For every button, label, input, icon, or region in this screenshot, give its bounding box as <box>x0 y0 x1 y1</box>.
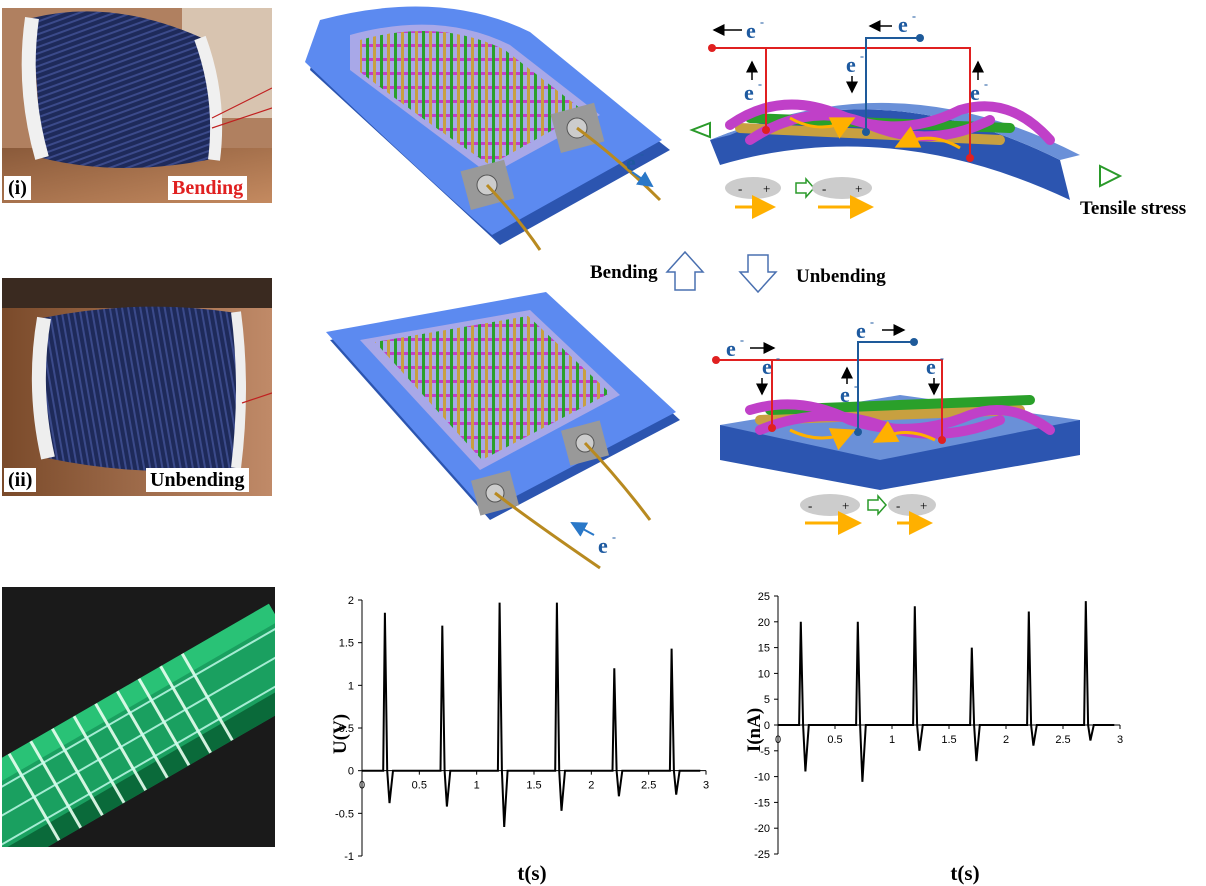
tensile-stress-label: Tensile stress <box>1080 198 1186 219</box>
electron-sup-6: - <box>740 333 744 347</box>
photo-unbending: (ii) Unbending <box>2 278 272 496</box>
voltage-chart: U(V) t(s) 2 1.5 1 0.5 0 -0.5 -1 0 0.5 1 1.5 2 2.5 3 <box>330 595 709 885</box>
wire-blue-top <box>865 37 920 132</box>
electron-label-5: e <box>970 80 980 105</box>
current-chart: I(nA) t(s) 25 20 15 10 5 0 -5 -10 -15 -20 -25 0 0.5 1… <box>744 591 1123 885</box>
voltage-chart-ylabel: U(V) <box>330 714 351 754</box>
dipole-plus-1: + <box>763 181 770 196</box>
electron-sup-top-device: - <box>640 147 644 161</box>
wire-red-middle <box>716 359 943 440</box>
bent-device <box>305 6 670 251</box>
voltage-chart-plot: 2 1.5 1 0.5 0 -0.5 -1 0 0.5 1 1.5 2 2.5 3 <box>335 595 709 863</box>
electron-sup-5: - <box>984 77 988 91</box>
tensile-schematic <box>689 99 1123 200</box>
voltage-chart-xtick-label: 2 <box>588 780 594 792</box>
electron-label-3: e <box>744 80 754 105</box>
current-chart-ytick-label: -15 <box>754 797 770 809</box>
current-chart-xtick-label: 1 <box>889 734 895 746</box>
electron-sup-10: - <box>940 351 944 365</box>
current-chart-xtick-label: 1.5 <box>941 734 956 746</box>
current-chart-ytick-label: -25 <box>754 849 770 861</box>
electron-label-6: e <box>726 336 736 361</box>
electron-sup-9: - <box>854 379 858 393</box>
voltage-chart-ytick-label: -0.5 <box>335 808 354 820</box>
electron-sup-8: - <box>776 351 780 365</box>
dipole-plus-3: + <box>842 498 849 513</box>
current-chart-xtick-label: 0 <box>775 734 781 746</box>
dipole-minus-2: - <box>822 181 826 196</box>
voltage-chart-xtick-label: 1 <box>474 780 480 792</box>
current-chart-xtick-label: 0.5 <box>827 734 842 746</box>
photo-bending-roman-label: (i) <box>4 176 31 200</box>
dipole-minus-1: - <box>738 181 742 196</box>
current-chart-ytick-label: 10 <box>758 668 770 680</box>
voltage-chart-series-line <box>362 602 701 828</box>
bending-label: Bending <box>590 262 658 283</box>
wire-red-top <box>712 47 971 158</box>
current-chart-ylabel: I(nA) <box>744 708 765 752</box>
voltage-chart-ytick-label: -1 <box>344 851 354 863</box>
electron-sup-7: - <box>870 315 874 329</box>
electron-label-4: e <box>846 52 856 77</box>
current-chart-ytick-label: -10 <box>754 772 770 784</box>
voltage-chart-xtick-label: 0 <box>359 780 365 792</box>
wire-blue-middle <box>857 341 914 432</box>
voltage-chart-xtick-label: 1.5 <box>526 780 541 792</box>
current-chart-plot: 25 20 15 10 5 0 -5 -10 -15 -20 -25 0 0.5 1 1.5 2 2.5 3 <box>754 591 1123 861</box>
flat-device <box>326 292 680 570</box>
current-chart-ytick-label: -20 <box>754 823 770 835</box>
electron-sup-2: - <box>912 9 916 23</box>
dipole-plus-2: + <box>855 181 862 196</box>
electron-sup-3: - <box>758 77 762 91</box>
electron-label-10: e <box>926 354 936 379</box>
voltage-chart-ytick-label: 0 <box>348 766 354 778</box>
electron-sup-1: - <box>760 15 764 29</box>
electron-label-8: e <box>762 354 772 379</box>
photo-unbending-roman-label: (ii) <box>4 468 37 492</box>
voltage-chart-ytick-label: 1.5 <box>339 638 354 650</box>
voltage-chart-xtick-label: 2.5 <box>641 780 656 792</box>
photo-bending-illustration <box>2 8 272 203</box>
dipole-minus-4: - <box>896 498 900 513</box>
current-chart-ytick-label: 5 <box>764 694 770 706</box>
relaxed-schematic <box>720 395 1080 490</box>
photo-bending: (i) Bending <box>2 8 272 203</box>
electron-sup-bottom-device: - <box>612 530 616 544</box>
voltage-chart-xtick-label: 3 <box>703 780 709 792</box>
electron-sup-4: - <box>860 49 864 63</box>
electron-label-top-device: e <box>626 150 636 175</box>
dipole-minus-3: - <box>808 498 812 513</box>
voltage-chart-xlabel: t(s) <box>517 861 546 885</box>
schematic-illustration: e - e - e - e - e - e - - <box>305 6 1186 570</box>
photo-unbending-state-label: Unbending <box>146 468 249 492</box>
photo-device-illustration <box>2 587 275 847</box>
photo-device <box>2 587 275 847</box>
dipole-plus-4: + <box>920 498 927 513</box>
unbending-label: Unbending <box>796 266 886 287</box>
current-chart-ytick-label: 20 <box>758 617 770 629</box>
electron-label-7: e <box>856 318 866 343</box>
current-chart-ytick-label: 0 <box>764 720 770 732</box>
current-chart-series-line <box>778 601 1115 782</box>
current-chart-xtick-label: 2 <box>1003 734 1009 746</box>
electron-label-bottom-device: e <box>598 533 608 558</box>
voltage-chart-ytick-label: 1 <box>348 680 354 692</box>
current-chart-ytick-label: 15 <box>758 643 770 655</box>
current-chart-xtick-label: 3 <box>1117 734 1123 746</box>
current-chart-xtick-label: 2.5 <box>1055 734 1070 746</box>
electron-label-1: e <box>746 18 756 43</box>
voltage-chart-xtick-label: 0.5 <box>412 780 427 792</box>
photo-bending-state-label: Bending <box>168 176 248 200</box>
electron-label-2: e <box>898 12 908 37</box>
photo-unbending-illustration <box>2 278 272 496</box>
current-chart-xlabel: t(s) <box>950 861 979 885</box>
current-chart-ytick-label: 25 <box>758 591 770 603</box>
current-chart-ytick-label: -5 <box>760 746 770 758</box>
voltage-chart-ytick-label: 2 <box>348 595 354 607</box>
voltage-chart-ytick-label: 0.5 <box>339 723 354 735</box>
electron-label-9: e <box>840 382 850 407</box>
